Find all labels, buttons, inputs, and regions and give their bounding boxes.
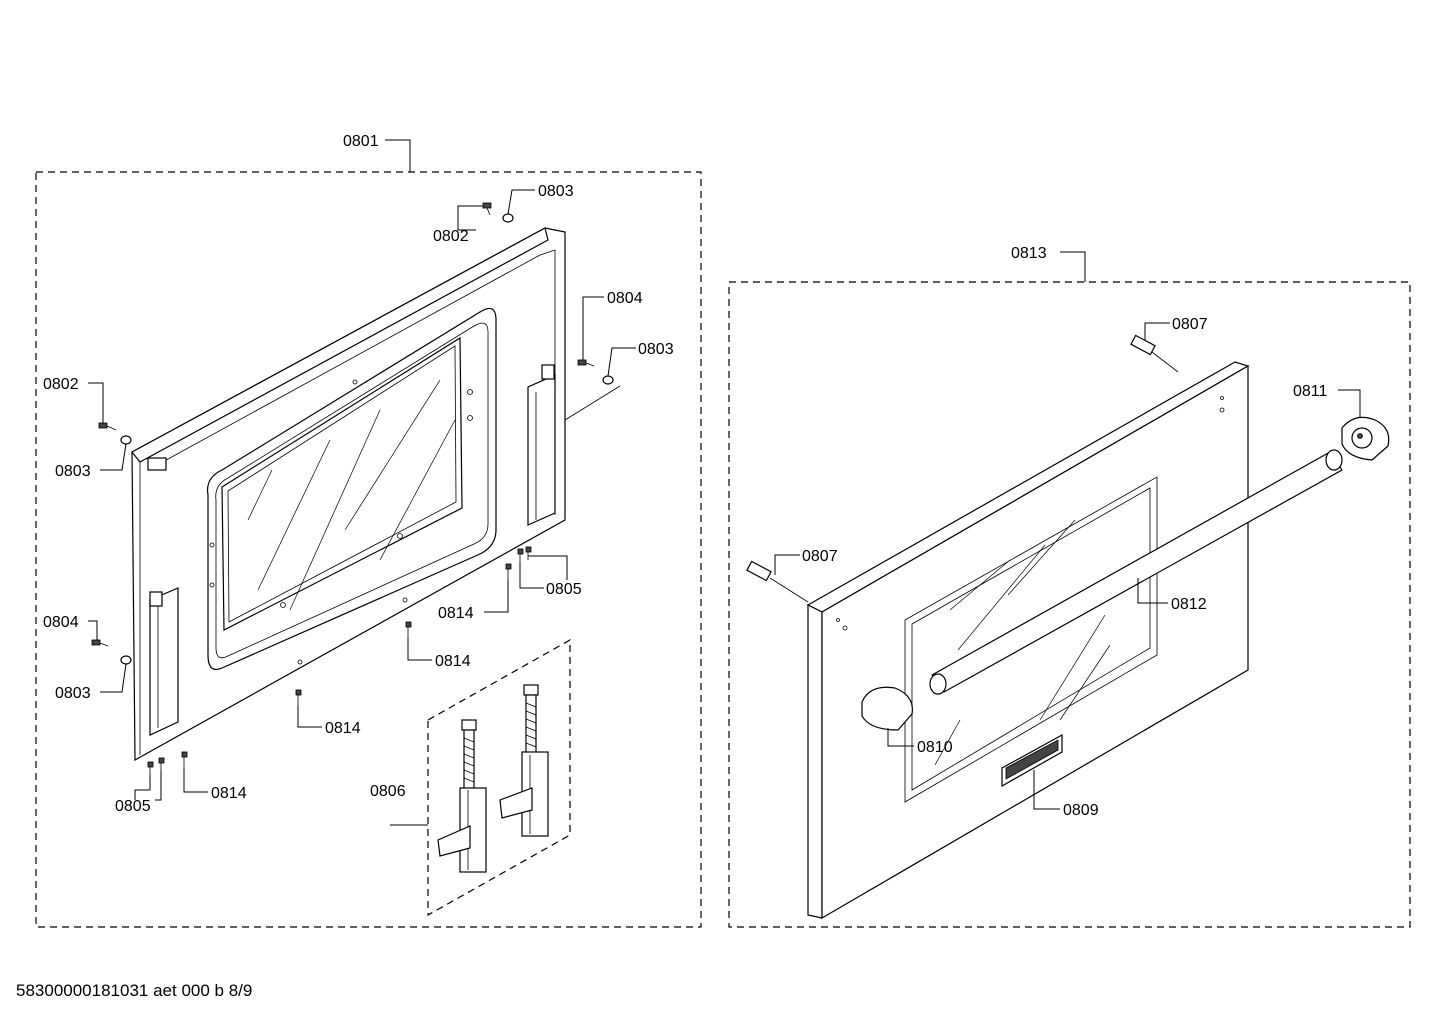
- inner-door-panel: [131, 227, 621, 762]
- leader-0805-left-b: [155, 771, 162, 801]
- washer-0803-left-low: [120, 655, 132, 665]
- hinge-left: [437, 719, 487, 873]
- leader-0805-right-b: [519, 562, 544, 589]
- screw-0814-d: [181, 751, 188, 768]
- brand-logo-icon: [1005, 739, 1059, 780]
- leader-0804-left: [88, 620, 98, 640]
- washer-0803-left: [120, 435, 132, 445]
- leader-0803-left: [100, 443, 127, 471]
- label-0807-left[interactable]: 0807: [802, 548, 838, 565]
- screw-0802-top: [482, 202, 492, 216]
- leader-0814-d: [183, 768, 208, 793]
- label-0812[interactable]: 0812: [1171, 596, 1207, 613]
- label-0807-top[interactable]: 0807: [1172, 316, 1208, 333]
- leader-0814-b: [407, 638, 432, 661]
- label-0814-a[interactable]: 0814: [438, 605, 474, 622]
- label-0801[interactable]: 0801: [343, 133, 379, 150]
- label-0813[interactable]: 0813: [1011, 245, 1047, 262]
- end-cap-0810: [861, 686, 913, 731]
- leader-0814-a: [484, 580, 509, 613]
- group-boundary-0813: [728, 281, 1411, 928]
- leader-0802-left: [88, 382, 104, 423]
- label-0804-left[interactable]: 0804: [43, 614, 79, 631]
- hinge-right: [499, 684, 549, 837]
- leader-0803-right: [607, 347, 636, 377]
- leader-0803-left-low: [100, 663, 127, 693]
- outer-door-assembly-group: 0813 0812: [728, 245, 1411, 928]
- handle-bar-0812: [929, 449, 1343, 695]
- outer-door-panel: [806, 361, 1250, 920]
- leader-0807-left: [774, 554, 800, 575]
- label-0804-right[interactable]: 0804: [607, 290, 643, 307]
- leader-0812: [1137, 578, 1168, 604]
- leader-0813: [1060, 251, 1086, 282]
- label-0809[interactable]: 0809: [1063, 802, 1099, 819]
- washer-0803-top: [502, 213, 514, 223]
- label-0805-right[interactable]: 0805: [546, 581, 582, 598]
- leader-0802-top: [457, 205, 483, 231]
- leader-0807-top: [1144, 322, 1170, 340]
- label-0803-top[interactable]: 0803: [538, 183, 574, 200]
- leader-0805-left-a: [134, 775, 151, 800]
- leader-0801: [385, 139, 411, 172]
- leader-0805-right-a: [528, 555, 568, 580]
- brand-badge-0809: [1001, 733, 1063, 788]
- washer-0803-right: [602, 375, 614, 385]
- label-0814-b[interactable]: 0814: [435, 653, 471, 670]
- leader-0811: [1338, 389, 1361, 418]
- screw-0814-b: [405, 621, 412, 638]
- group-boundary-0806: [427, 638, 571, 917]
- label-0805-left[interactable]: 0805: [115, 798, 151, 815]
- screw-0802-left: [98, 422, 117, 431]
- leader-0810: [887, 728, 914, 747]
- group-boundary-0801: [35, 171, 702, 928]
- label-0802-left[interactable]: 0802: [43, 376, 79, 393]
- hinge-subgroup-0806: 0806: [370, 638, 571, 917]
- screw-0814-a: [505, 563, 512, 580]
- label-0806[interactable]: 0806: [370, 783, 406, 800]
- inner-door-assembly-group: 0801: [35, 133, 702, 928]
- pin-0807-left: [746, 560, 809, 603]
- screw-0804-left: [91, 639, 109, 647]
- drawing-id-footer: 58300000181031 aet 000 b 8/9: [16, 981, 253, 1000]
- label-0803-right[interactable]: 0803: [638, 341, 674, 358]
- label-0802-top[interactable]: 0802: [433, 228, 469, 245]
- screw-0804-right: [577, 359, 595, 367]
- leader-0803-top: [507, 189, 535, 215]
- leader-0804-right: [582, 296, 604, 360]
- pin-0807-top: [1130, 334, 1179, 373]
- label-0810[interactable]: 0810: [917, 739, 953, 756]
- screw-0805-right: [517, 546, 532, 562]
- label-0811[interactable]: 0811: [1293, 383, 1328, 400]
- label-0803-left[interactable]: 0803: [55, 463, 91, 480]
- screw-0805-left: [147, 757, 165, 775]
- label-0803-left-low[interactable]: 0803: [55, 685, 91, 702]
- leader-0809: [1033, 770, 1060, 810]
- end-cap-0811: [1341, 416, 1390, 461]
- screw-0814-c: [295, 689, 302, 706]
- leader-0814-c: [297, 706, 322, 728]
- label-0814-d[interactable]: 0814: [211, 785, 247, 802]
- label-0814-c[interactable]: 0814: [325, 720, 361, 737]
